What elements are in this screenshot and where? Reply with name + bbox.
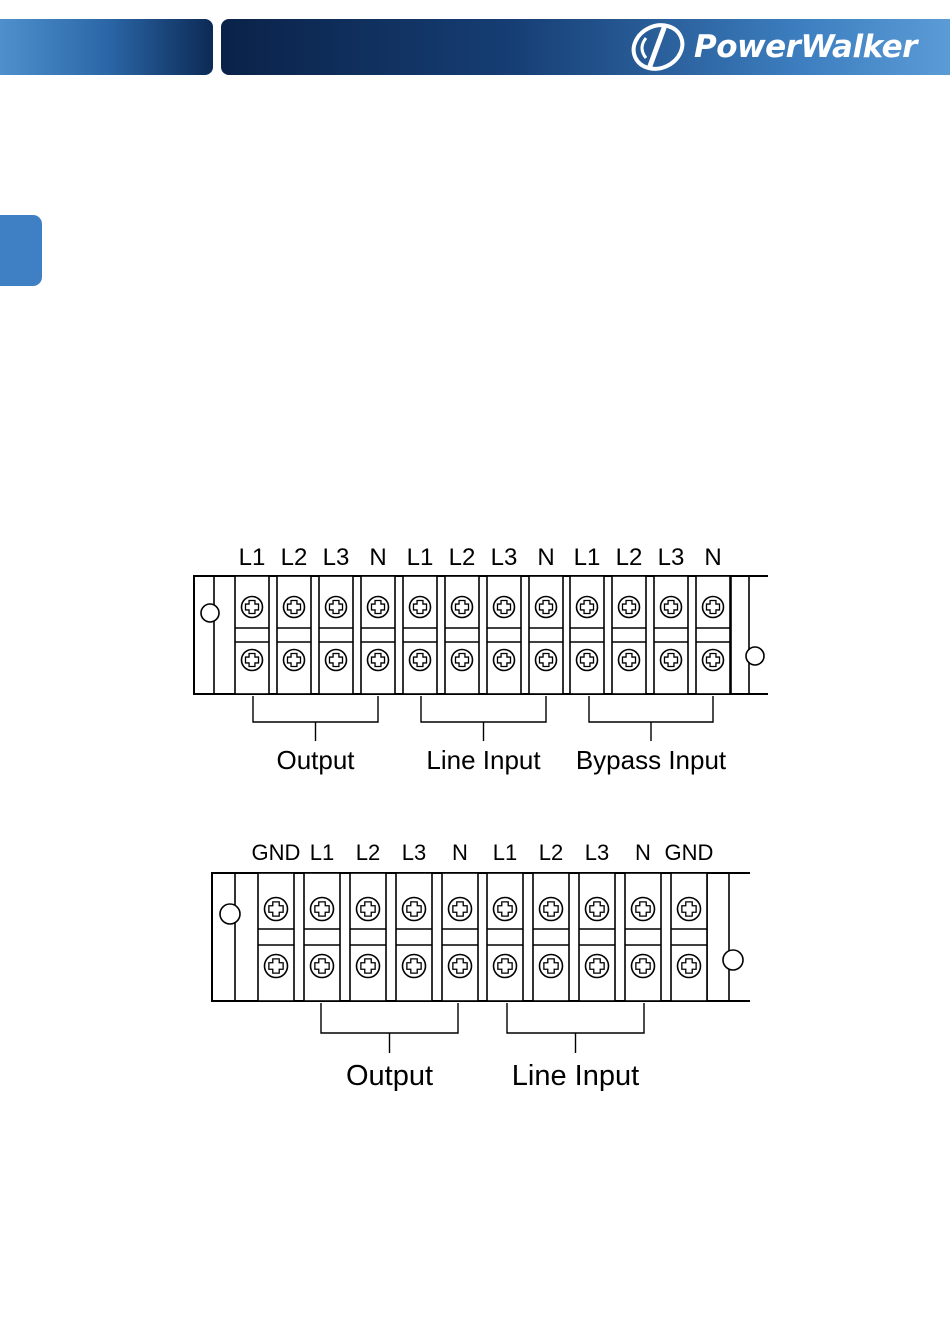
terminal-cell [654, 576, 688, 694]
terminal-label: L2 [281, 544, 308, 571]
terminal-cell [235, 576, 269, 694]
terminal [487, 576, 521, 694]
terminal-label: N [537, 544, 554, 571]
terminal-label: L1 [310, 840, 334, 865]
terminal-label: L2 [449, 544, 476, 571]
terminal [487, 873, 523, 1001]
terminal-label: L2 [616, 544, 643, 571]
terminal [625, 873, 661, 1001]
terminal [396, 873, 432, 1001]
terminal [696, 576, 730, 694]
terminal [579, 873, 615, 1001]
terminal-label: N [369, 544, 386, 571]
group-label: Line Input [426, 745, 541, 775]
terminal-cell [529, 576, 563, 694]
terminal [403, 576, 437, 694]
terminal-label: L1 [239, 544, 266, 571]
terminal-cell [258, 873, 294, 1001]
terminal-cell [319, 576, 353, 694]
terminal [442, 873, 478, 1001]
terminal [258, 873, 294, 1001]
terminal-cell [570, 576, 604, 694]
terminal [529, 576, 563, 694]
terminal [350, 873, 386, 1001]
terminal-label: L3 [658, 544, 685, 571]
mounting-hole [220, 904, 240, 924]
terminal [235, 576, 269, 694]
terminal [570, 576, 604, 694]
group-label: Bypass Input [576, 745, 727, 775]
terminal [445, 576, 479, 694]
terminal-cell [304, 873, 340, 1001]
terminal-cell [671, 873, 707, 1001]
terminal-cell [487, 576, 521, 694]
terminal-cell [403, 576, 437, 694]
mounting-hole [723, 950, 743, 970]
terminal-cell [350, 873, 386, 1001]
mounting-hole [201, 604, 219, 622]
terminal [612, 576, 646, 694]
terminal-label: L1 [493, 840, 517, 865]
group-bracket [589, 696, 713, 741]
terminal-cell [696, 576, 730, 694]
terminal-cell [361, 576, 395, 694]
terminal-cell [579, 873, 615, 1001]
terminal [671, 873, 707, 1001]
terminal-block-bottom: GND L1 L2 L3 N L1 L2 L3 N GND Output Line Input [212, 840, 750, 1092]
group-label: Output [346, 1060, 433, 1092]
terminal-cell [487, 873, 523, 1001]
terminal-label: N [452, 840, 468, 865]
terminal-label: N [704, 544, 721, 571]
terminal [304, 873, 340, 1001]
terminal-label: GND [665, 840, 714, 865]
terminal [361, 576, 395, 694]
terminal-cell [445, 576, 479, 694]
terminal-label: L2 [539, 840, 563, 865]
terminal-cell [442, 873, 478, 1001]
group-bracket [421, 696, 546, 741]
group-bracket [507, 1003, 644, 1053]
terminal [277, 576, 311, 694]
terminal-label: L3 [323, 544, 350, 571]
terminal-cell [612, 576, 646, 694]
terminal [533, 873, 569, 1001]
terminal-cell [625, 873, 661, 1001]
terminal-block-top: L1 L2 L3 N L1 L2 L3 N L1 L2 L3 N Output Line Input Byp… [194, 544, 768, 775]
mounting-hole [746, 647, 764, 665]
terminal-label: L3 [491, 544, 518, 571]
terminal-label: GND [252, 840, 301, 865]
group-bracket [253, 696, 378, 741]
terminal-cell [396, 873, 432, 1001]
group-bracket [321, 1003, 458, 1053]
group-label: Output [276, 745, 355, 775]
terminal [319, 576, 353, 694]
group-label: Line Input [512, 1060, 639, 1092]
terminal-label: L2 [356, 840, 380, 865]
terminal-label: N [635, 840, 651, 865]
terminal-label: L1 [574, 544, 601, 571]
terminal-label: L3 [585, 840, 609, 865]
terminal-label: L3 [402, 840, 426, 865]
terminal [654, 576, 688, 694]
terminal-label: L1 [407, 544, 434, 571]
terminal-cell [533, 873, 569, 1001]
terminal-cell [277, 576, 311, 694]
